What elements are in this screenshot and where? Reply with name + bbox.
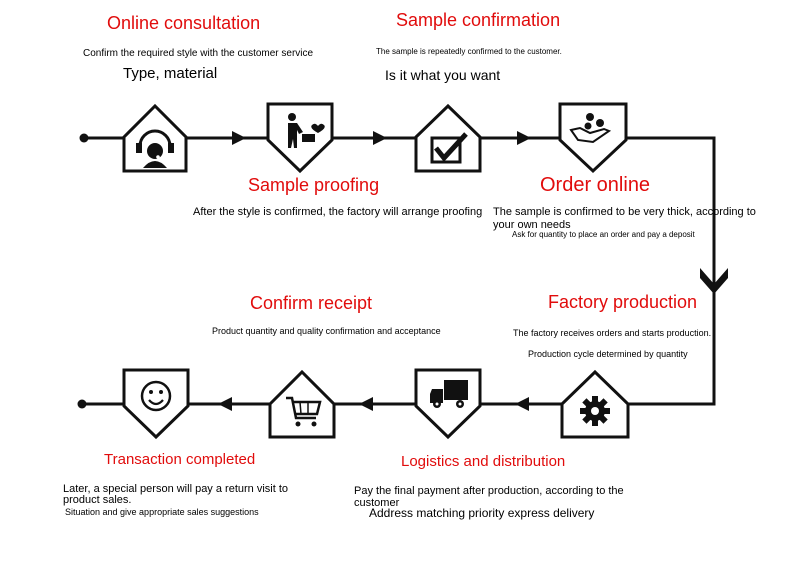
flow-line [84, 136, 716, 406]
gear-icon [580, 396, 610, 426]
checkbox-icon [430, 132, 468, 164]
step-desc-sample-proofing-1: After the style is confirmed, the factor… [193, 206, 483, 218]
step-desc-factory-production-2: Production cycle determined by quantity [528, 349, 688, 359]
step-desc-sample-confirmation-2: Is it what you want [385, 67, 501, 83]
step-box-sample-proofing [266, 102, 334, 174]
step-title-transaction-completed: Transaction completed [104, 451, 256, 468]
presenter-icon [288, 113, 325, 148]
step-title-logistics: Logistics and distribution [401, 453, 566, 470]
truck-icon [430, 380, 468, 408]
step-desc-online-consultation-1: Confirm the required style with the cust… [83, 48, 314, 59]
shopping-cart-icon [286, 396, 322, 427]
step-desc-order-online-2: Ask for quantity to place an order and p… [512, 230, 695, 239]
step-desc-factory-production-1: The factory receives orders and starts p… [513, 328, 712, 338]
flow-arrows [218, 131, 728, 411]
step-desc-logistics-2: Address matching priority express delive… [369, 506, 595, 520]
step-title-online-consultation: Online consultation [107, 13, 261, 33]
headset-agent-icon [136, 129, 174, 168]
step-box-online-consultation [122, 103, 188, 173]
step-title-sample-confirmation: Sample confirmation [396, 10, 561, 30]
step-desc-confirm-receipt-1: Product quantity and quality confirmatio… [212, 326, 441, 336]
step-title-sample-proofing: Sample proofing [248, 175, 380, 195]
start-dot [79, 133, 89, 143]
step-box-confirm-receipt [268, 369, 336, 439]
step-title-confirm-receipt: Confirm receipt [250, 293, 373, 313]
step-title-factory-production: Factory production [548, 292, 698, 312]
step-desc-online-consultation-2: Type, material [123, 65, 218, 82]
step-box-order-online [558, 102, 628, 174]
step-desc-order-online-1: The sample is confirmed to be very thick… [493, 206, 756, 231]
step-title-order-online: Order online [540, 174, 651, 196]
step-desc-transaction-completed-2: Situation and give appropriate sales sug… [65, 507, 259, 517]
step-desc-transaction-completed-1: Later, a special person will pay a retur… [63, 483, 289, 506]
smiley-icon [140, 380, 172, 412]
step-desc-logistics-1: Pay the final payment after production, … [354, 485, 624, 509]
end-dot [77, 399, 87, 409]
step-desc-sample-confirmation-1: The sample is repeatedly confirmed to th… [376, 47, 562, 56]
coins-hand-icon [569, 113, 612, 144]
